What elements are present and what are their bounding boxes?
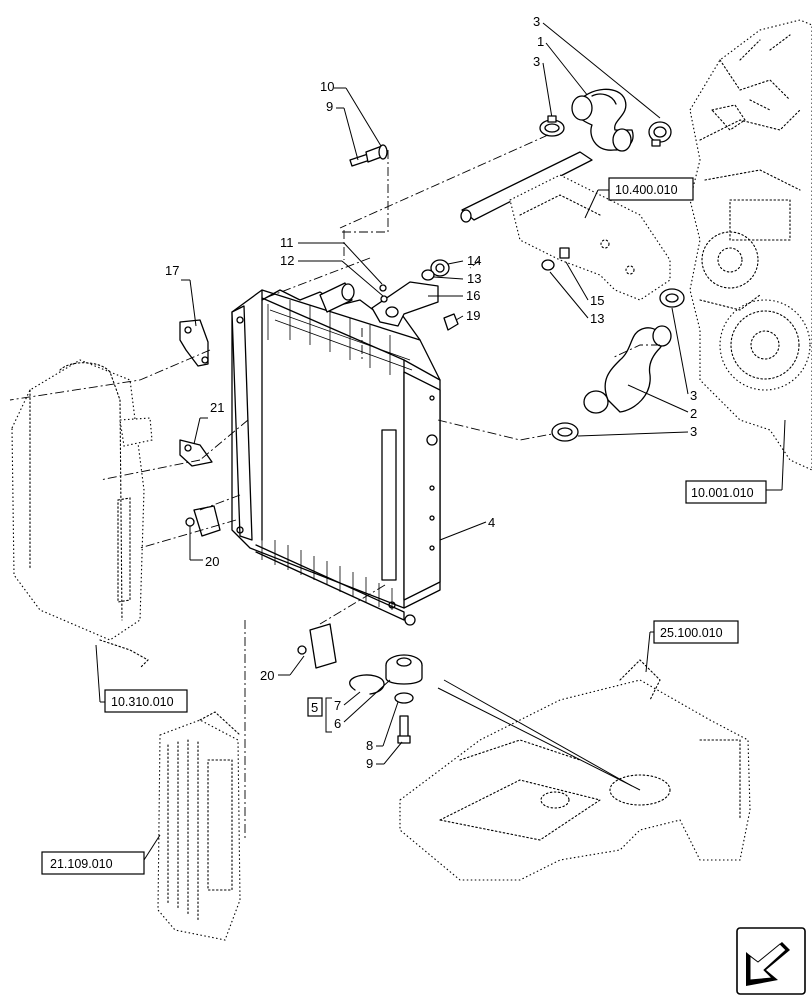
callout-20-upper: 20 (205, 554, 219, 569)
callout-15: 15 (590, 293, 604, 308)
callout-3-lower: 3 (690, 424, 697, 439)
engine-block (689, 19, 812, 471)
callout-19: 19 (466, 308, 480, 323)
callout-1: 1 (537, 34, 544, 49)
bolt-15 (541, 247, 570, 271)
reference-box-21-109-010[interactable] (41, 851, 145, 875)
callout-12: 12 (280, 253, 294, 268)
reference-box-10-001-010[interactable] (685, 480, 767, 504)
reference-label-21-109-010: 21.109.010 (50, 857, 113, 871)
hose-clamp-upper-right (648, 121, 672, 147)
callout-4: 4 (488, 515, 495, 530)
bracket-20-lower (297, 623, 337, 669)
reference-label-10-001-010: 10.001.010 (691, 486, 754, 500)
snap-ring-7 (349, 674, 385, 695)
hose-clamp-lower-left (551, 422, 579, 442)
callout-6: 6 (334, 716, 341, 731)
hose-clamp-upper-left (539, 115, 565, 137)
reference-label-10-400-010: 10.400.010 (615, 183, 678, 197)
callout-20-lower: 20 (260, 668, 274, 683)
lower-radiator-hose (583, 325, 672, 414)
rubber-mount-6 (385, 654, 423, 685)
upper-radiator-hose (571, 88, 634, 152)
bracket-21 (179, 439, 213, 467)
hose-clamp-lower-right (659, 288, 685, 308)
callout-21: 21 (210, 400, 224, 415)
callout-3-mid: 3 (690, 388, 697, 403)
callout-9-upper: 9 (326, 99, 333, 114)
bushing-14 (421, 259, 450, 281)
reference-label-10-310-010: 10.310.010 (111, 695, 174, 709)
bracket-20-upper (185, 505, 221, 537)
bracket-17 (179, 319, 209, 367)
callout-3-upper: 3 (533, 54, 540, 69)
callout-14: 14 (467, 253, 481, 268)
callout-9-lower: 9 (366, 756, 373, 771)
callout-7: 7 (334, 698, 341, 713)
callout-2: 2 (690, 406, 697, 421)
front-axle-support (399, 659, 751, 881)
reference-box-10-400-010[interactable] (608, 177, 694, 201)
callout-13-right: 13 (467, 271, 481, 286)
callout-17: 17 (165, 263, 179, 278)
reference-box-5 (307, 697, 323, 717)
callout-11: 11 (280, 235, 294, 250)
reference-label-25-100-010: 25.100.010 (660, 626, 723, 640)
callout-5: 5 (311, 700, 318, 715)
forward-arrow-icon[interactable] (736, 927, 806, 995)
callout-10: 10 (320, 79, 334, 94)
bolt-9-10 (349, 144, 388, 167)
reference-box-10-310-010[interactable] (104, 689, 188, 713)
callout-13-bracket: 13 (590, 311, 604, 326)
tube-bracket-assembly (460, 151, 671, 301)
callout-16: 16 (466, 288, 480, 303)
callout-8: 8 (366, 738, 373, 753)
callout-3-top: 3 (533, 14, 540, 29)
charge-air-cooler (11, 359, 153, 669)
washer-and-bolt-8-9 (394, 692, 414, 744)
radiator (231, 282, 441, 626)
mounting-bracket-16 (371, 281, 439, 327)
clip-19 (443, 313, 459, 331)
oil-cooler (157, 711, 241, 941)
